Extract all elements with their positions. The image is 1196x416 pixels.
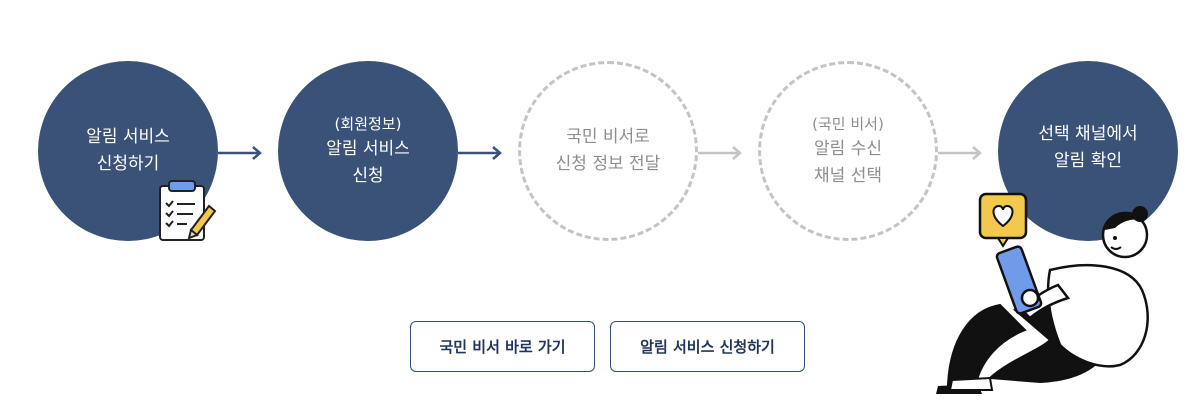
- step-label-line1: 국민 비서로: [566, 127, 650, 147]
- clipboard-icon: [159, 180, 217, 241]
- step-label-line2: 신청하기: [96, 154, 160, 174]
- step-apply-service: 알림 서비스 신청하기: [38, 61, 218, 241]
- arrow-icon: [458, 146, 502, 160]
- arrow-icon: [698, 146, 742, 160]
- step-sub-label: (국민 비서): [812, 115, 884, 133]
- step-check-alert: 선택 채널에서 알림 확인: [998, 61, 1178, 241]
- step-transfer-info: 국민 비서로 신청 정보 전달: [518, 61, 698, 241]
- step-label-line1: 알림 서비스: [326, 139, 410, 159]
- step-member-info: (회원정보) 알림 서비스 신청: [278, 61, 458, 241]
- apply-service-button[interactable]: 알림 서비스 신청하기: [610, 321, 805, 372]
- heart-icon: [978, 192, 1028, 248]
- step-label-line2: 신청 정보 전달: [555, 154, 661, 174]
- person-illustration: [936, 192, 1149, 394]
- step-sub-label: (회원정보): [334, 115, 402, 133]
- arrow-icon: [218, 146, 262, 160]
- step-select-channel: (국민 비서) 알림 수신 채널 선택: [758, 61, 938, 241]
- pencil-icon: [187, 204, 217, 240]
- arrow-icon: [938, 146, 982, 160]
- step-label-line2: 알림 확인: [1054, 151, 1122, 171]
- step-label-line1: 알림 서비스: [86, 127, 170, 147]
- step-label-line2: 신청: [352, 166, 384, 186]
- step-label-line1: 선택 채널에서: [1038, 124, 1138, 144]
- step-label-line1: 알림 수신: [814, 139, 882, 159]
- go-assistant-button[interactable]: 국민 비서 바로 가기: [410, 321, 595, 372]
- step-label-line2: 채널 선택: [814, 166, 882, 186]
